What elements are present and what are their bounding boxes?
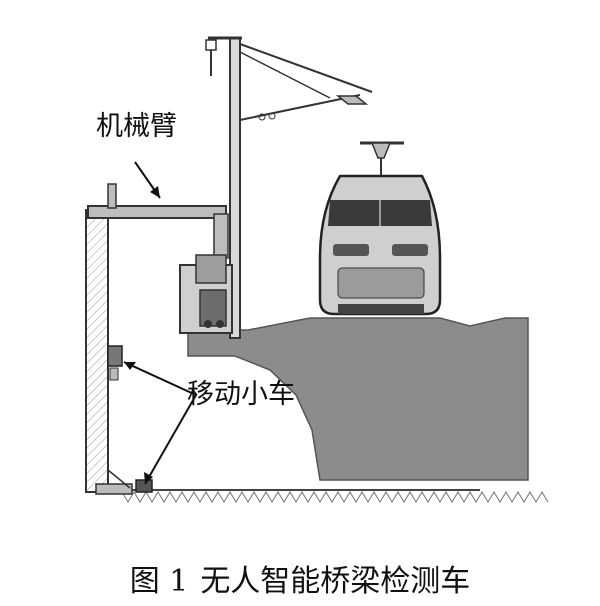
mobile-cart-lower (135, 479, 153, 493)
catenary-mast (205, 36, 373, 339)
mobile-cart-upper (107, 345, 123, 381)
figure-caption: 图 1 无人智能桥梁检测车 (0, 556, 600, 600)
label-robotic-arm: 机械臂 (96, 111, 177, 142)
train (318, 141, 442, 316)
robotic-arm (87, 183, 229, 259)
cart-pointer-arrows (123, 361, 197, 485)
inspection-vehicle-base (179, 254, 233, 334)
arm-pointer-arrow (134, 161, 161, 199)
caption-title: 无人智能桥梁检测车 (200, 564, 471, 599)
ground-line (120, 489, 549, 503)
bridge-structure (187, 317, 529, 481)
caption-number: 图 1 (129, 564, 189, 599)
label-mobile-cart: 移动小车 (187, 379, 295, 410)
